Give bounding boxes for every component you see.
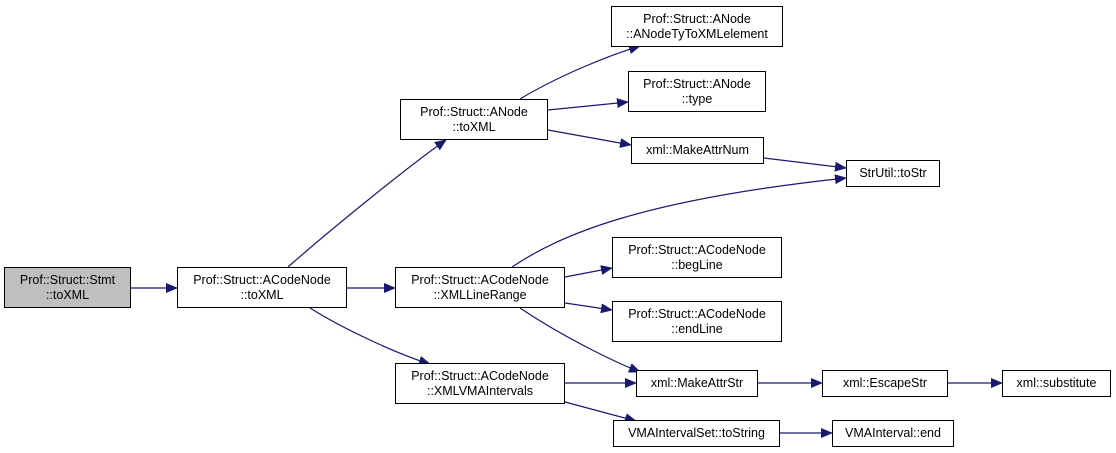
node-label-line: ::type: [681, 91, 713, 106]
node-label-line: Prof::Struct::ANode: [643, 11, 751, 26]
node-label-line: ::ANodeTyToXMLelement: [626, 26, 768, 41]
node-label-line: Prof::Struct::ACodeNode: [411, 272, 549, 287]
node-label-line: ::toXML: [452, 119, 496, 134]
node-strUtil_toStr[interactable]: StrUtil::toStr: [846, 160, 940, 187]
node-label-line: xml::MakeAttrNum: [646, 143, 749, 157]
edge-xmlLineRange-to-endLine: [564, 302, 613, 314]
node-label-line: Prof::Struct::ANode: [643, 76, 751, 91]
node-label-line: ::begLine: [671, 257, 723, 272]
edge-xmlLineRange-to-strUtil_toStr: [511, 174, 847, 268]
node-label-line: ::XMLLineRange: [433, 287, 527, 302]
node-makeAttrNum[interactable]: xml::MakeAttrNum: [631, 137, 764, 164]
node-endLine[interactable]: Prof::Struct::ACodeNode::endLine: [612, 301, 782, 342]
node-anode_toXML[interactable]: Prof::Struct::ANode::toXML: [400, 99, 548, 140]
node-label-line: ::endLine: [671, 321, 723, 336]
node-label-line: VMAIntervalSet::toString: [628, 426, 765, 440]
node-vmaSet_toString[interactable]: VMAIntervalSet::toString: [613, 420, 780, 447]
node-escapeStr[interactable]: xml::EscapeStr: [822, 370, 948, 397]
edge-xmlLineRange-to-begLine: [564, 265, 613, 278]
edge-acode_toXML-to-xmlVMAIntervals: [309, 307, 431, 366]
node-label-line: Prof::Struct::ANode: [420, 104, 528, 119]
node-label-line: xml::EscapeStr: [842, 376, 928, 390]
edge-makeAttrNum-to-strUtil_toStr: [763, 157, 847, 172]
edge-acode_toXML-to-anode_toXML: [287, 139, 447, 268]
edge-xmlLineRange-to-makeAttrStr: [519, 307, 641, 373]
node-label-line: Prof::Struct::ACodeNode: [628, 306, 766, 321]
node-label-line: ::XMLVMAIntervals: [426, 383, 534, 398]
edge-xmlVMAIntervals-to-vmaSet_toString: [564, 401, 637, 423]
node-acode_toXML[interactable]: Prof::Struct::ACodeNode::toXML: [177, 267, 347, 308]
node-label-line: ::toXML: [240, 287, 284, 302]
node-vmaInterval_end[interactable]: VMAInterval::end: [832, 420, 954, 447]
node-label-line: StrUtil::toStr: [859, 166, 927, 180]
node-label-line: Prof::Struct::ACodeNode: [193, 272, 331, 287]
node-label-line: Prof::Struct::Stmt: [19, 272, 116, 287]
node-label-line: xml::substitute: [1016, 376, 1097, 390]
node-label-line: VMAInterval::end: [845, 426, 941, 440]
node-makeAttrStr[interactable]: xml::MakeAttrStr: [636, 370, 758, 397]
node-label-line: ::toXML: [45, 287, 90, 302]
node-label-line: xml::MakeAttrStr: [650, 376, 744, 390]
edge-anode_toXML-to-anode_type: [547, 98, 629, 111]
node-anodeTy[interactable]: Prof::Struct::ANode::ANodeTyToXMLelement: [611, 6, 783, 47]
node-xmlVMAIntervals[interactable]: Prof::Struct::ACodeNode::XMLVMAIntervals: [395, 363, 565, 404]
node-begLine[interactable]: Prof::Struct::ACodeNode::begLine: [612, 237, 782, 278]
node-stmt_toXML: Prof::Struct::Stmt::toXML: [4, 267, 131, 308]
edge-anode_toXML-to-anodeTy: [519, 44, 641, 100]
node-substitute[interactable]: xml::substitute: [1002, 370, 1111, 397]
edge-anode_toXML-to-makeAttrNum: [547, 129, 632, 148]
node-anode_type[interactable]: Prof::Struct::ANode::type: [628, 71, 766, 112]
node-label-line: Prof::Struct::ACodeNode: [411, 368, 549, 383]
node-label-line: Prof::Struct::ACodeNode: [628, 242, 766, 257]
node-xmlLineRange[interactable]: Prof::Struct::ACodeNode::XMLLineRange: [395, 267, 565, 308]
